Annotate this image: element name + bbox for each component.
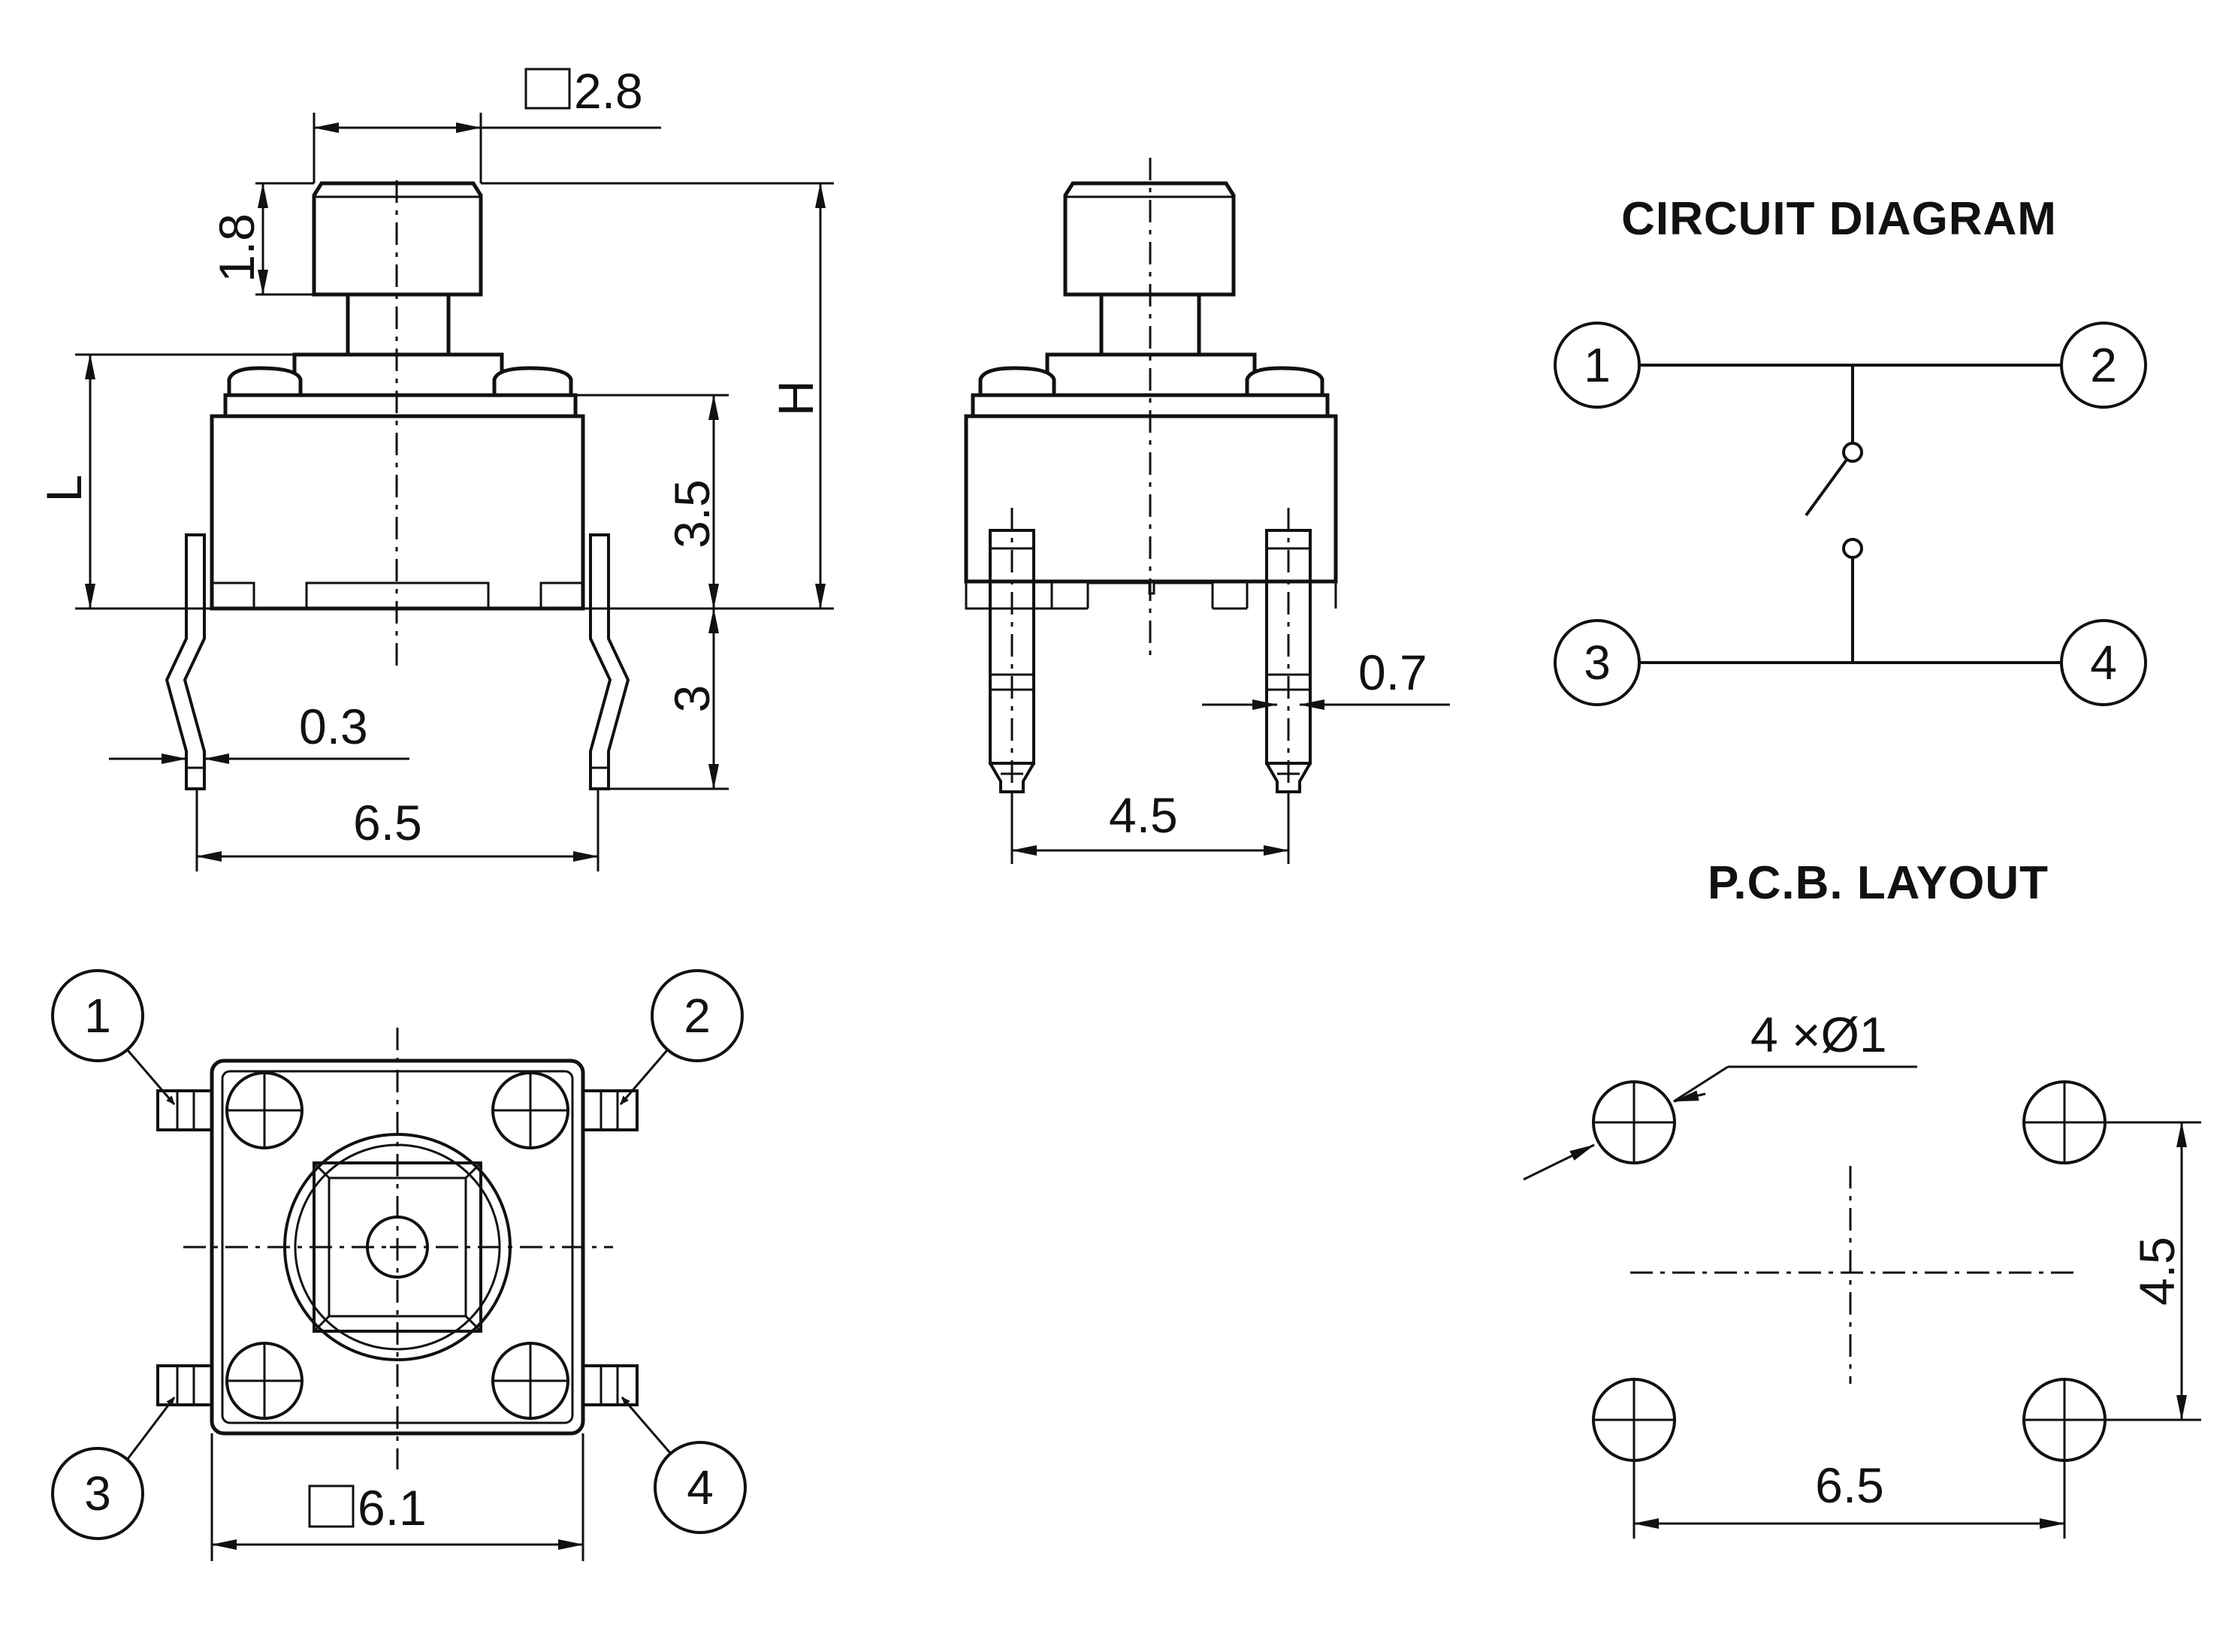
circuit-pin-1: 1: [1554, 322, 1641, 409]
side-bump-right: [492, 366, 573, 397]
pcb-hole-2: [2022, 1080, 2107, 1164]
front-cap: [1063, 181, 1236, 297]
svg-text:1: 1: [84, 989, 111, 1043]
dim-lead-width: 0.7: [1358, 645, 1427, 700]
pcb-layout: P.C.B. LAYOUT 4 ×Ø1 4.5: [1523, 857, 2201, 1539]
dim-total-height: H: [768, 380, 823, 416]
dim-lead-thickness: 0.3: [299, 699, 368, 754]
top-pin-4: 4: [621, 1397, 747, 1534]
dim-body-square: 6.1: [358, 1480, 427, 1536]
top-pin-1: 1: [51, 969, 176, 1105]
top-lead-tab-3: [156, 1364, 213, 1406]
svg-text:2: 2: [2090, 338, 2117, 392]
circuit-pin-4: 4: [2060, 619, 2147, 706]
dim-cap-square: 2.8: [574, 63, 643, 119]
pcb-hole-1: [1592, 1080, 1676, 1164]
circuit-pin-3: 3: [1554, 619, 1641, 706]
pcb-hole-3: [1592, 1378, 1676, 1462]
side-top-ledge: [223, 393, 578, 418]
top-lead-tab-4: [581, 1364, 639, 1406]
dim-stem-length: L: [36, 475, 92, 503]
side-bump-left: [227, 366, 303, 397]
pcb-hole-4: [2022, 1378, 2107, 1462]
side-lead-right: [589, 533, 630, 790]
top-lead-tab-2: [581, 1089, 639, 1131]
top-pin-2: 2: [619, 969, 744, 1105]
svg-text:2: 2: [684, 989, 711, 1043]
pcb-dim-horizontal: 6.5: [1815, 1457, 1884, 1513]
svg-text:3: 3: [1584, 636, 1611, 690]
dim-body-height: 3.5: [664, 479, 720, 548]
circuit-diagram: CIRCUIT DIAGRAM 1 2 3 4: [1554, 193, 2147, 706]
dim-lead-length: 3: [664, 685, 720, 713]
front-view: 0.7 4.5: [964, 158, 1450, 864]
dim-cap-height: 1.8: [209, 213, 264, 282]
top-view: 1 2 3 4 6.1: [51, 969, 747, 1561]
svg-text:4: 4: [2090, 636, 2117, 690]
side-lead-left: [165, 533, 206, 790]
top-lead-tab-1: [156, 1089, 213, 1131]
dim-front-lead-spacing: 4.5: [1109, 787, 1178, 843]
top-pin-3: 3: [51, 1397, 176, 1540]
side-stem: [346, 292, 451, 357]
side-upper-plate: [292, 352, 504, 397]
pcb-hole-callout: 4 ×Ø1: [1750, 1007, 1887, 1062]
dim-lead-spacing: 6.5: [353, 795, 422, 850]
side-view: 2.8 1.8 H L 3.5 3 0.3 6.5: [36, 63, 834, 871]
circuit-pin-2: 2: [2060, 322, 2147, 409]
svg-text:4: 4: [687, 1460, 714, 1515]
svg-text:1: 1: [1584, 338, 1611, 392]
svg-text:3: 3: [84, 1466, 111, 1521]
pcb-dim-vertical: 4.5: [2129, 1237, 2185, 1306]
circuit-diagram-title: CIRCUIT DIAGRAM: [1621, 193, 2057, 245]
pcb-layout-title: P.C.B. LAYOUT: [1708, 857, 2049, 909]
top-corner-marks: [225, 1071, 569, 1420]
